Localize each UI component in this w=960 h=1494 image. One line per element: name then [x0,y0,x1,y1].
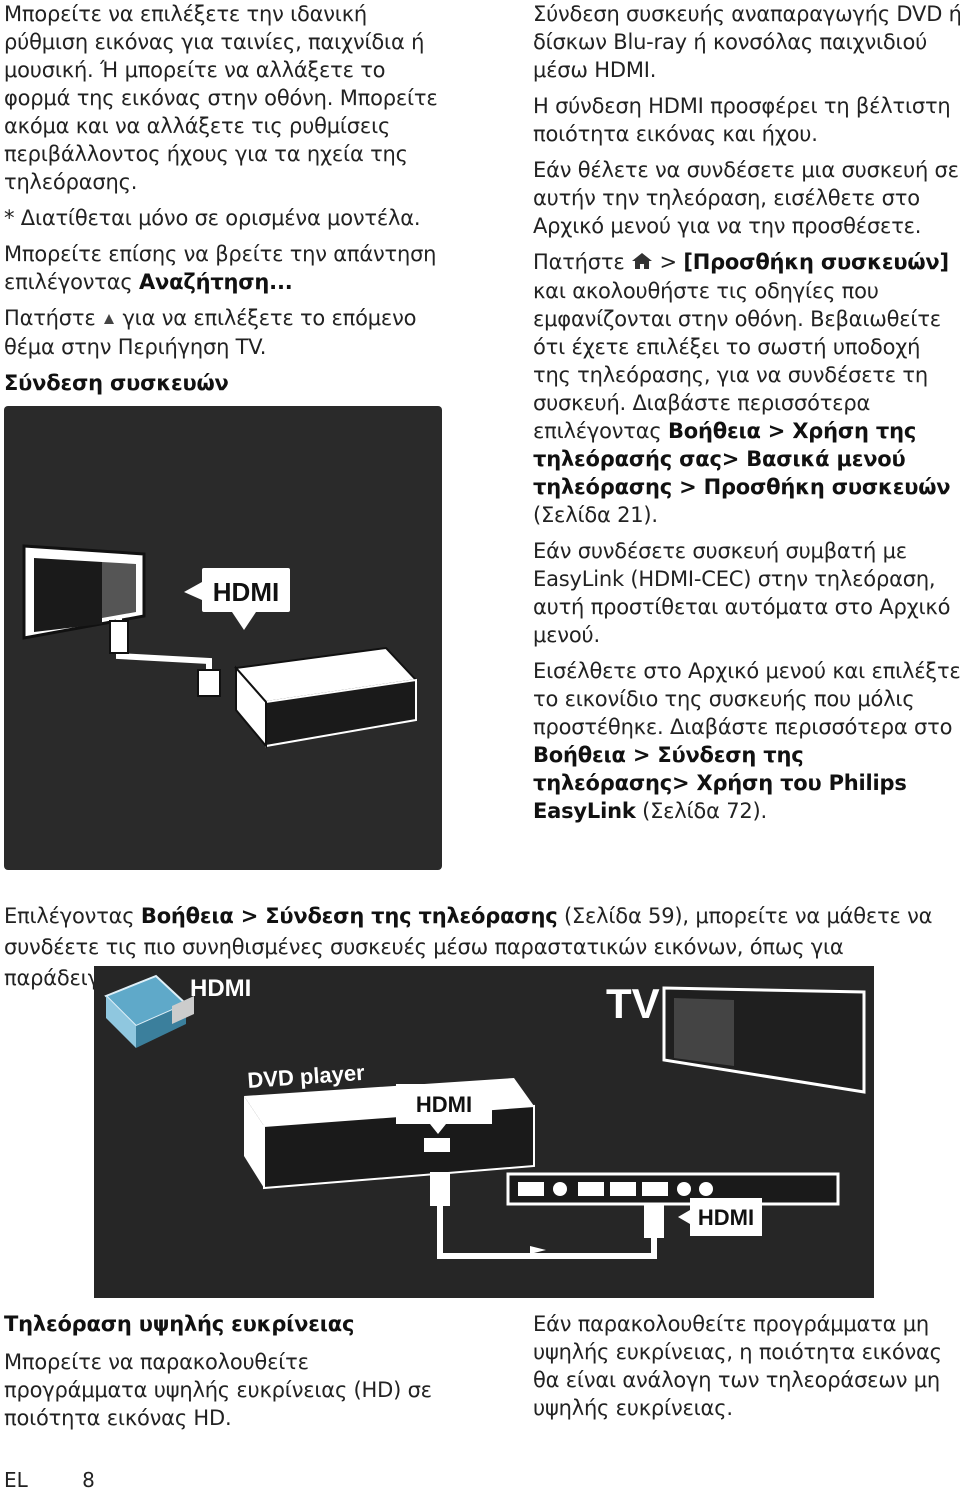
intro-paragraph: Μπορείτε να επιλέξετε την ιδανική ρύθμισ… [4,2,438,194]
add-device-intro: Εάν θέλετε να συνδέσετε μια συσκευή σε α… [533,158,959,238]
add-devices-menu[interactable]: [Προσθήκη συσκευών] [683,250,949,274]
hdmi-intro: Σύνδεση συσκευής αναπαραγωγής DVD ή δίσκ… [533,2,960,82]
help-link-connect-tv[interactable]: Βοήθεια > Σύνδεση της τηλεόρασης [140,904,558,928]
easylink-paragraph: Εάν συνδέσετε συσκευή συμβατή με EasyLin… [533,539,951,647]
help-link-add-devices[interactable]: Βοήθεια > Χρήση της τηλεόρασής σας> Βασι… [533,419,951,499]
hdmi-mid-label: HDMI [416,1092,472,1117]
hdmi-plug-illustration [104,974,194,1048]
language-code: EL [4,1468,28,1492]
non-hd-text: Εάν παρακολουθείτε προγράμματα μη υψηλής… [533,1312,942,1420]
hd-tv-section: Τηλεόραση υψηλής ευκρίνειας Μπορείτε να … [4,1310,444,1432]
footnote: * Διατίθεται μόνο σε ορισμένα μοντέλα. [4,206,421,230]
nav-paragraph: Πατήστε για να επιλέξετε το επόμενο θέμα… [4,305,417,359]
hdmi-quality: Η σύνδεση HDMI προσφέρει τη βέλτιστη ποι… [533,94,951,146]
right-column: Σύνδεση συσκευής αναπαραγωγής DVD ή δίσκ… [533,0,960,833]
page-number: 8 [82,1468,95,1492]
tv-illustration [662,986,866,1094]
up-arrow-icon [102,305,116,333]
hdmi-label-bubble: HDMI [184,568,290,630]
left-column: Μπορείτε να επιλέξετε την ιδανική ρύθμισ… [4,0,444,405]
hd-tv-heading: Τηλεόραση υψηλής ευκρίνειας [4,1312,355,1336]
page-footer: EL 8 [4,1468,95,1492]
hdmi-mid-bubble: HDMI [396,1084,492,1134]
home-menu-paragraph: Εισέλθετε στο Αρχικό μενού και επιλέξτε … [533,659,960,823]
search-link[interactable]: Αναζήτηση... [138,270,293,294]
dvd-tv-connection-figure: HDMI TV DVD player HDMI [94,966,874,1298]
tv-label: TV [606,980,660,1027]
tv-connector-panel [506,1172,840,1206]
section-heading: Σύνδεση συσκευών [4,371,229,395]
help-link-easylink[interactable]: Βοήθεια > Σύνδεση της τηλεόρασης> Χρήση … [533,743,907,823]
hdmi-label: HDMI [213,577,279,607]
hdmi-right-bubble: HDMI [678,1198,762,1236]
dvd-player-label: DVD player [247,1060,366,1093]
hdmi-connection-figure: HDMI [4,406,442,870]
hd-tv-text: Μπορείτε να παρακολουθείτε προγράμματα υ… [4,1350,432,1430]
add-device-steps: Πατήστε > [Προσθήκη συσκευών] και ακολου… [533,249,951,527]
tv-illustration [22,544,146,640]
home-icon [631,249,653,277]
hdmi-top-label: HDMI [190,975,251,1002]
non-hd-section: Εάν παρακολουθείτε προγράμματα μη υψηλής… [533,1310,960,1422]
search-paragraph: Μπορείτε επίσης να βρείτε την απάντηση ε… [4,242,437,294]
hdmi-right-label: HDMI [698,1205,754,1230]
dvd-box-illustration [234,646,419,749]
